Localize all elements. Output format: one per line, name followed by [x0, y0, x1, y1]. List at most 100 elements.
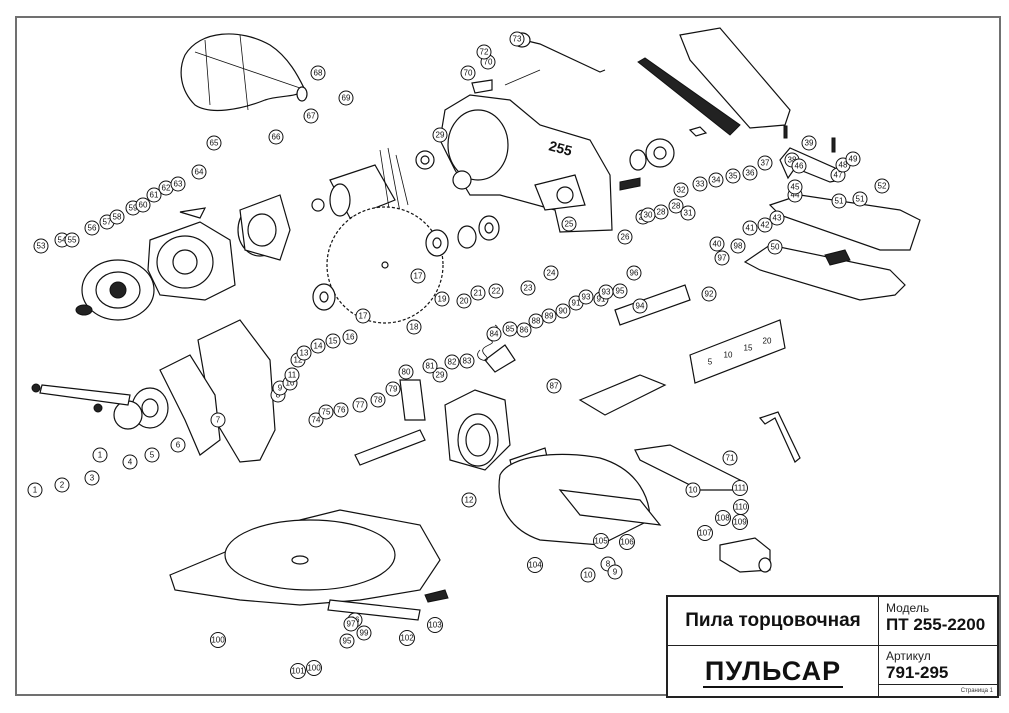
part-label-number: 88 [532, 317, 541, 326]
part-label: 46 [791, 158, 807, 174]
link-arm-part [31, 383, 131, 413]
part-label-number: 93 [582, 293, 591, 302]
part-label-circle [27, 482, 43, 498]
part-label-number: 63 [174, 180, 183, 189]
part-label-circle [170, 437, 186, 453]
part-label-circle [831, 193, 847, 209]
scale-tick-20: 20 [763, 337, 772, 346]
part-label: 60 [135, 197, 151, 213]
part-label-circle [122, 454, 138, 470]
part-label: 18 [406, 319, 422, 335]
part-label-circle [685, 482, 701, 498]
part-label: 14 [310, 338, 326, 354]
part-label-circle [626, 265, 642, 281]
part-label-circle [769, 210, 785, 226]
part-label-circle [460, 65, 476, 81]
part-label-circle [742, 220, 758, 236]
part-label: 29 [432, 127, 448, 143]
part-label-circle [701, 286, 717, 302]
part-label: 63 [170, 176, 186, 192]
handle-grip-part [180, 33, 308, 111]
part-label: 20 [456, 293, 472, 309]
part-label-circle [520, 280, 536, 296]
part-label-circle [427, 617, 443, 633]
part-label-circle [801, 135, 817, 151]
part-label-circle [290, 663, 306, 679]
part-label-circle [444, 354, 460, 370]
part-label: 66 [268, 129, 284, 145]
part-label-number: 1 [33, 486, 38, 495]
part-label-number: 61 [150, 191, 159, 200]
part-label-number: 39 [805, 139, 814, 148]
scale-tick-10: 10 [724, 351, 733, 360]
part-label-number: 78 [374, 396, 383, 405]
lower-blade-guard-part [113, 319, 276, 463]
rubber-pad-part [424, 589, 449, 603]
part-label: 10 [685, 482, 701, 498]
main-handle-part [743, 194, 921, 301]
scale-tick-15: 15 [744, 344, 753, 353]
part-label-number: 9 [613, 568, 618, 577]
part-label: 92 [701, 286, 717, 302]
part-label: 17 [355, 308, 371, 324]
part-label-circle [356, 625, 372, 641]
part-label-circle [709, 236, 725, 252]
part-label-number: 12 [294, 356, 303, 365]
part-label-number: 21 [474, 289, 483, 298]
part-label-number: 97 [347, 620, 356, 629]
part-label-circle [640, 207, 656, 223]
brand-logo: ПУЛЬСАР [668, 646, 879, 698]
part-label-number: 29 [436, 131, 445, 140]
part-label-number: 58 [113, 213, 122, 222]
part-label: 19 [434, 291, 450, 307]
part-label-circle [325, 333, 341, 349]
part-label-number: 97 [718, 254, 727, 263]
part-label: 51 [831, 193, 847, 209]
part-label-circle [210, 412, 226, 428]
part-label: 103 [427, 617, 443, 633]
part-label-number: 54 [58, 236, 67, 245]
brand-logo-text: ПУЛЬСАР [702, 656, 844, 688]
part-label-circle [619, 534, 635, 550]
part-label-circle [432, 127, 448, 143]
part-label-number: 31 [684, 209, 693, 218]
part-label-circle [561, 216, 577, 232]
part-label-number: 52 [878, 182, 887, 191]
part-label-number: 55 [68, 236, 77, 245]
part-label-number: 32 [677, 186, 686, 195]
stator-part [237, 194, 291, 261]
part-label-number: 79 [389, 385, 398, 394]
part-label-number: 57 [103, 218, 112, 227]
part-label: 7 [210, 412, 226, 428]
turntable-part [498, 453, 662, 546]
part-label-circle [722, 450, 738, 466]
part-label: 107 [697, 525, 713, 541]
part-label-number: 73 [513, 35, 522, 44]
part-label-number: 90 [559, 307, 568, 316]
part-label-number: 48 [839, 161, 848, 170]
part-label-number: 10 [584, 571, 593, 580]
part-label: 101 [290, 663, 306, 679]
part-label-number: 23 [524, 284, 533, 293]
part-label-circle [845, 151, 861, 167]
part-label-number: 35 [729, 172, 738, 181]
part-label: 85 [502, 321, 518, 337]
fence-scale-part: 5 10 15 20 [689, 319, 786, 384]
part-label-number: 82 [448, 358, 457, 367]
part-label-circle [135, 197, 151, 213]
part-label-circle [352, 397, 368, 413]
part-label-number: 74 [312, 416, 321, 425]
part-label-number: 37 [761, 159, 770, 168]
part-label-circle [84, 220, 100, 236]
part-label: 42 [757, 217, 773, 233]
part-label: 69 [338, 90, 354, 106]
part-label-number: 70 [464, 69, 473, 78]
part-label: 67 [303, 108, 319, 124]
part-label-number: 17 [359, 312, 368, 321]
part-label-number: 1 [98, 451, 103, 460]
part-label-number: 51 [835, 197, 844, 206]
part-label-circle [296, 345, 312, 361]
part-label-circle [791, 158, 807, 174]
part-label-circle [787, 179, 803, 195]
